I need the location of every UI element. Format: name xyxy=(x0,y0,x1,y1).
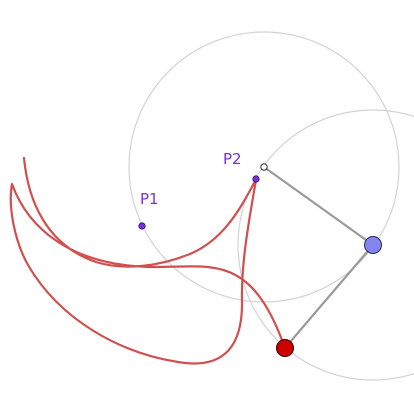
point-p2-label: P2 xyxy=(223,150,242,168)
linkage-bar-lower xyxy=(283,243,375,350)
joint-red-point[interactable] xyxy=(276,339,294,357)
linkage-bar-upper xyxy=(262,165,375,247)
point-p2[interactable] xyxy=(252,175,260,183)
coupler-trace-curve xyxy=(9,156,287,365)
point-p1-label: P1 xyxy=(140,190,159,208)
guide-circle-right xyxy=(237,109,414,381)
joint-blue-point[interactable] xyxy=(364,236,382,254)
point-p1[interactable] xyxy=(138,222,146,230)
pivot-hollow-point[interactable] xyxy=(260,163,268,171)
